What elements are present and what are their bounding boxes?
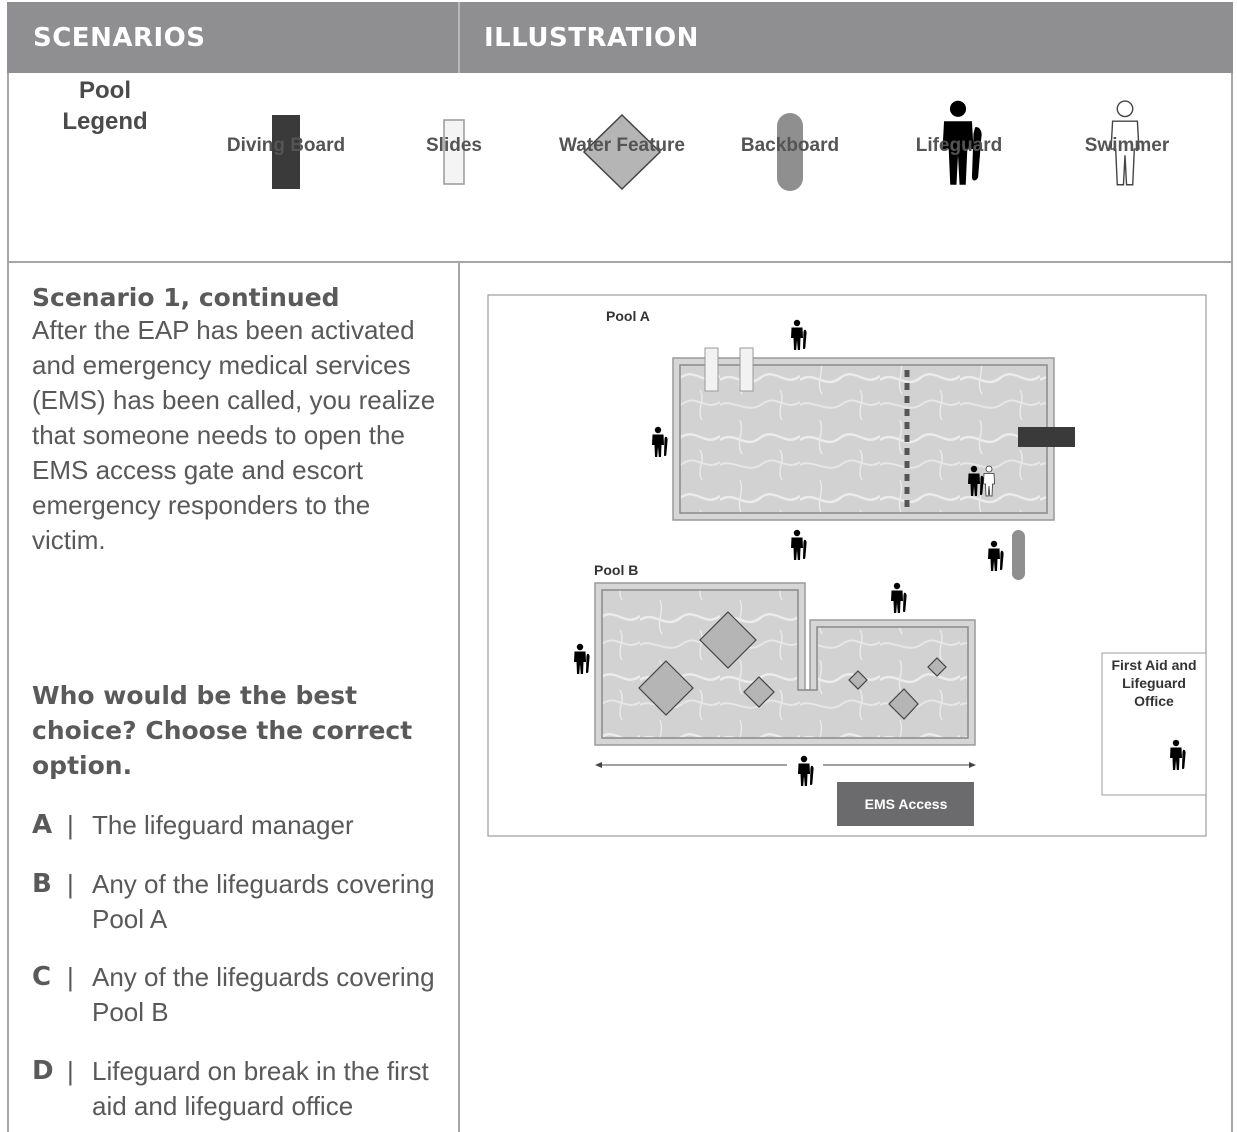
office-label-line2: Lifeguard (1122, 675, 1186, 691)
scenarios-header: SCENARIOS (33, 23, 206, 53)
legend-label-swimmer: Swimmer (1084, 135, 1170, 156)
first-aid-office (1101, 652, 1207, 796)
scenario-title: Scenario 1, continued (32, 283, 340, 312)
backboard-icon (777, 113, 803, 191)
water-feature-icon (848, 670, 868, 690)
diving-board-icon (1018, 427, 1075, 447)
option-separator: | (67, 1056, 74, 1086)
option-text: Any of the lifeguards covering Pool A (92, 869, 435, 934)
pool-a-label: Pool A (606, 308, 650, 324)
office-label-line1: First Aid and (1111, 657, 1196, 673)
legend-label-slides: Slides (426, 135, 482, 156)
option-text: Any of the lifeguards covering Pool B (92, 962, 435, 1027)
backboard-icon (1012, 530, 1025, 580)
pool-b-label: Pool B (594, 562, 638, 578)
column-divider (458, 263, 460, 1132)
legend-title-line1: Pool (79, 77, 131, 104)
lifeguard-icon (942, 100, 982, 185)
diving-board-icon (272, 115, 300, 189)
illustration-border (487, 294, 1207, 837)
arrow-left-icon (595, 762, 602, 768)
option-text: Lifeguard on break in the first aid and … (92, 1056, 429, 1121)
legend-label-backboard: Backboard (740, 135, 840, 156)
slide-icon (443, 119, 465, 185)
water-feature-icon (699, 611, 757, 669)
legend-label-diving-board: Diving Board (226, 135, 346, 156)
option-separator: | (67, 869, 74, 899)
slide-icon (739, 347, 754, 392)
arrow-right-icon (969, 762, 976, 768)
option-separator: | (67, 962, 74, 992)
office-label-line3: Office (1134, 693, 1174, 709)
option-text: The lifeguard manager (92, 810, 354, 840)
water-feature-icon (582, 113, 662, 191)
water-feature-icon (638, 660, 694, 716)
option-separator: | (67, 810, 74, 840)
swimmer-icon (1110, 100, 1140, 186)
legend-label-water-feature: Water Feature (559, 135, 685, 156)
pool-legend-row (7, 73, 1233, 263)
question-text: Who would be the best choice? Choose the… (32, 681, 413, 780)
legend-title: Pool Legend (55, 75, 155, 137)
option-key: A (32, 810, 53, 840)
header-divider (458, 2, 460, 73)
option-key: B (32, 869, 52, 899)
legend-label-lifeguard: Lifeguard (915, 135, 1003, 156)
legend-icons (272, 100, 1140, 191)
water-feature-icon (743, 676, 775, 708)
water-feature-icon (888, 688, 919, 720)
option-key: D (32, 1056, 54, 1086)
pool-illustration: Pool A Pool B EMS Access First Aid and L… (487, 294, 1207, 837)
pool-b-water (601, 589, 969, 739)
scenario-text: Scenario 1, continued After the EAP has … (32, 283, 442, 558)
option-key: C (32, 962, 52, 992)
illustration-header: ILLUSTRATION (484, 23, 699, 53)
slide-icon (704, 347, 719, 392)
ems-access-gate (837, 782, 974, 826)
water-feature-icon (927, 657, 947, 677)
table-header (7, 2, 1233, 73)
ems-access-label: EMS Access (865, 796, 948, 812)
legend-title-line2: Legend (62, 108, 148, 135)
scenario-body: After the EAP has been activated and eme… (32, 315, 436, 555)
